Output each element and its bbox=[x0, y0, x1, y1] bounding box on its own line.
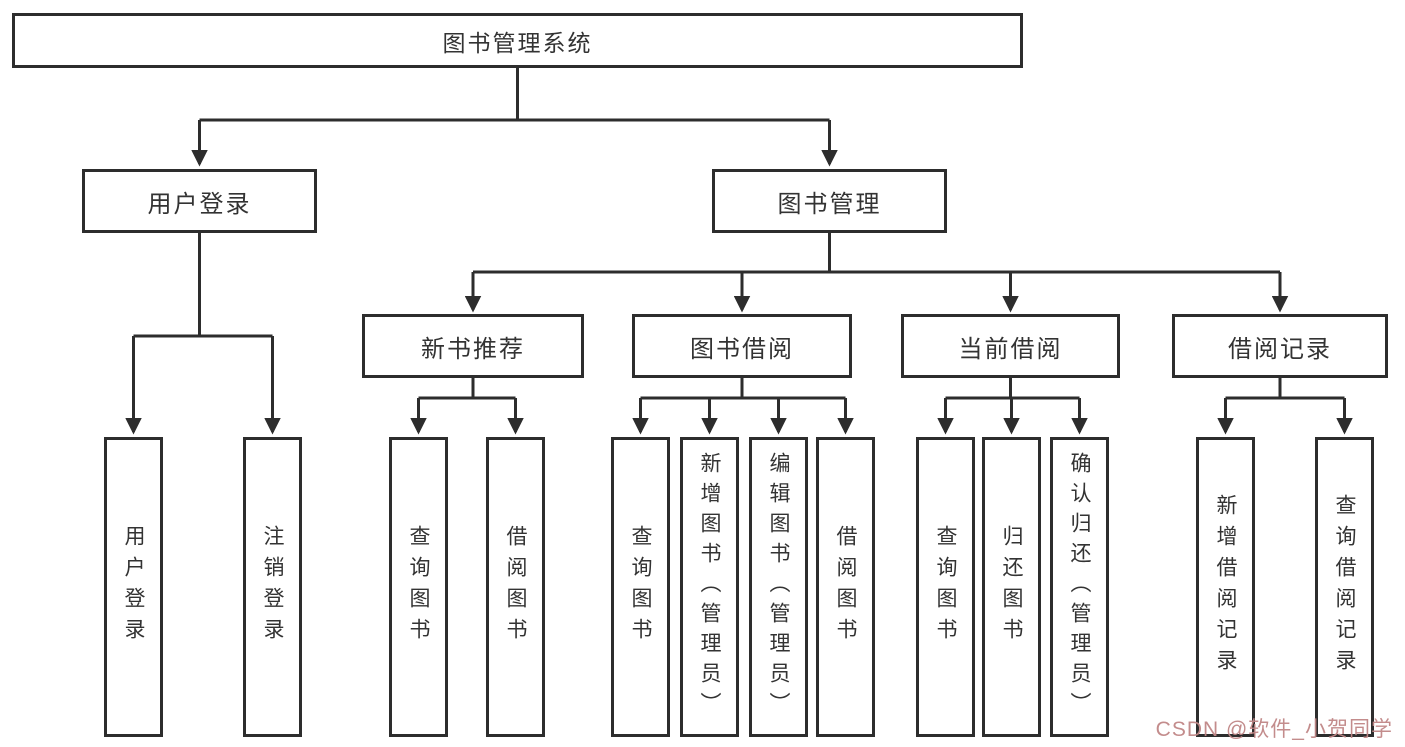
leaf-borrow-borrow-book: 借阅图书 bbox=[816, 437, 875, 737]
node-new-book-recommend: 新书推荐 bbox=[362, 314, 584, 378]
leaf-borrow-query-book: 查询图书 bbox=[611, 437, 670, 737]
leaf-user-login: 用户登录 bbox=[104, 437, 163, 737]
connector-root-stem bbox=[199, 68, 830, 122]
leaf-rec-query-book: 查询图书 bbox=[389, 437, 448, 737]
node-book-borrow: 图书借阅 bbox=[632, 314, 852, 378]
connector-borrow-record-stem bbox=[1225, 378, 1345, 400]
leaf-rec-borrow-book: 借阅图书 bbox=[486, 437, 545, 737]
leaf-records-query-record: 查询借阅记录 bbox=[1315, 437, 1374, 737]
leaf-current-return-book: 归还图书 bbox=[982, 437, 1041, 737]
connector-user-login-stem bbox=[133, 233, 273, 338]
connector-current-borrow-stem bbox=[945, 378, 1080, 400]
leaf-current-confirm-return-admin: 确认归还（管理员） bbox=[1050, 437, 1109, 737]
node-user-login: 用户登录 bbox=[82, 169, 317, 233]
connector-book-borrow-stem bbox=[640, 378, 846, 400]
connector-book-mgmt-stem bbox=[473, 233, 1280, 274]
leaf-logout: 注销登录 bbox=[243, 437, 302, 737]
leaf-borrow-edit-book-admin: 编辑图书（管理员） bbox=[749, 437, 808, 737]
leaf-borrow-add-book-admin: 新增图书（管理员） bbox=[680, 437, 739, 737]
node-root-library-system: 图书管理系统 bbox=[12, 13, 1023, 68]
leaf-records-add-record: 新增借阅记录 bbox=[1196, 437, 1255, 737]
csdn-watermark: CSDN @软件_小贺同学 bbox=[1155, 718, 1393, 741]
node-current-borrow: 当前借阅 bbox=[901, 314, 1120, 378]
connector-new-book-rec-stem bbox=[418, 378, 516, 400]
leaf-current-query-book: 查询图书 bbox=[916, 437, 975, 737]
node-borrow-records: 借阅记录 bbox=[1172, 314, 1388, 378]
node-book-management: 图书管理 bbox=[712, 169, 947, 233]
